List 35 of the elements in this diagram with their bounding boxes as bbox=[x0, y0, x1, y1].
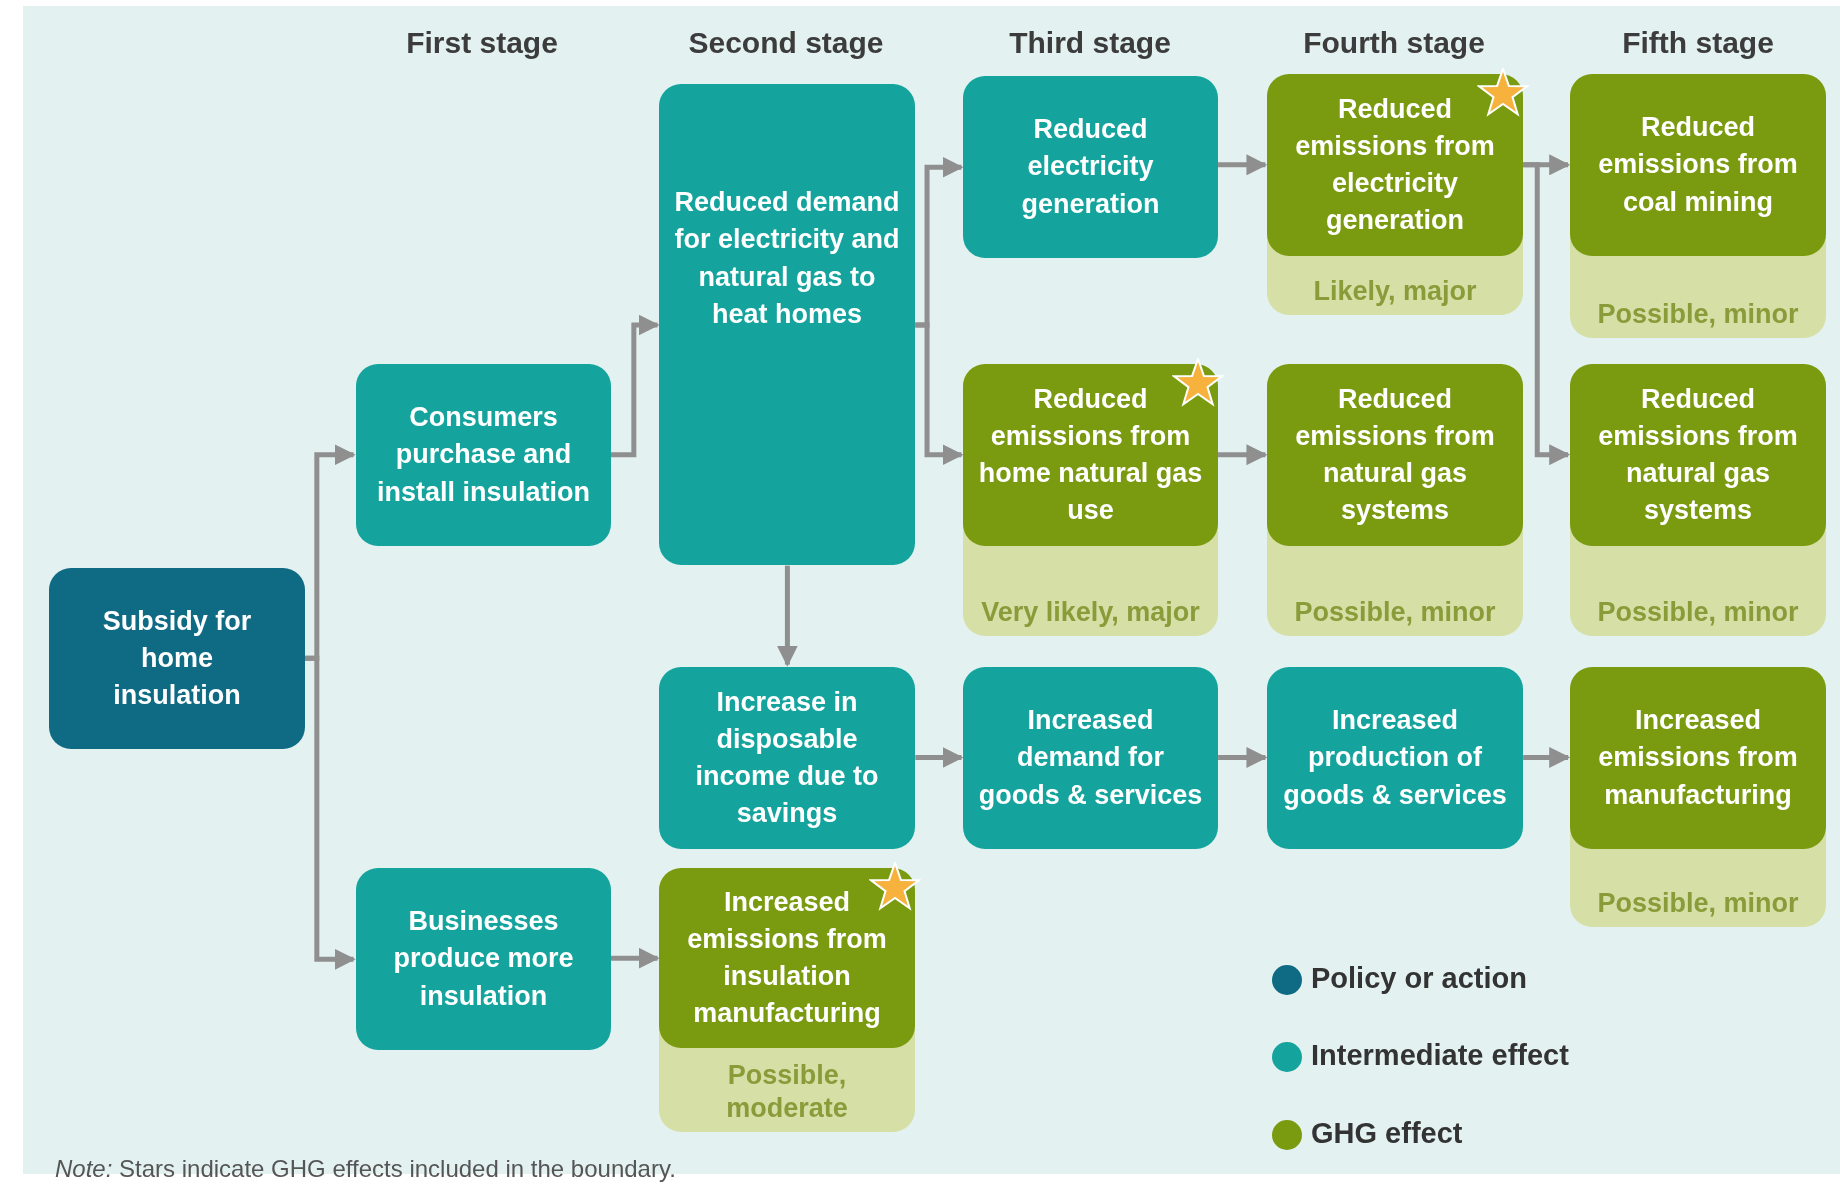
ghg-effect-box: Reduced emissions from home natural gas use bbox=[963, 364, 1218, 546]
arrow bbox=[1523, 746, 1571, 768]
legend-label: Intermediate effect bbox=[1311, 1039, 1569, 1072]
ghg-effect-box: Reduced emissions from electricity generation bbox=[1267, 74, 1523, 256]
arrow bbox=[305, 655, 356, 970]
arrow bbox=[610, 947, 660, 969]
effect-box: Reduced demand for electricity and natural gas to heat homes bbox=[659, 84, 915, 565]
arrow bbox=[1218, 444, 1268, 466]
effect-box: Increase in disposable income due to savings bbox=[659, 667, 915, 849]
ghg-effect-box: Increased emissions from insulation manufacturing bbox=[659, 868, 915, 1048]
legend-label: GHG effect bbox=[1311, 1117, 1463, 1150]
ghg-effect-box: Reduced emissions from coal mining bbox=[1570, 74, 1826, 256]
arrow bbox=[1523, 162, 1571, 466]
stage-heading: Fourth stage bbox=[1302, 26, 1486, 60]
stage-heading: Second stage bbox=[687, 26, 885, 60]
arrow bbox=[1218, 154, 1268, 176]
effect-box: Reduced electricity generation bbox=[963, 76, 1218, 258]
note-text: Note: Stars indicate GHG effects included in the boundary. bbox=[55, 1155, 676, 1183]
effect-box: Consumers purchase and install insulation bbox=[356, 364, 611, 546]
stage-heading: Fifth stage bbox=[1621, 26, 1775, 60]
effect-box: Businesses produce more insulation bbox=[356, 868, 611, 1050]
effect-box: Increased production of goods & services bbox=[1267, 667, 1523, 849]
arrow bbox=[610, 314, 660, 458]
ghg-effect-box: Reduced emissions from natural gas systems bbox=[1267, 364, 1523, 546]
arrow bbox=[1218, 746, 1268, 768]
policy-box: Subsidy for home insulation bbox=[49, 568, 305, 749]
stage-heading: First stage bbox=[405, 26, 559, 60]
arrow bbox=[915, 746, 964, 768]
arrow bbox=[776, 565, 798, 667]
stage-heading: Third stage bbox=[1008, 26, 1172, 60]
ghg-effect-box: Increased emissions from manufacturing bbox=[1570, 667, 1826, 849]
legend-label: Policy or action bbox=[1311, 962, 1527, 995]
ghg-effect-box: Reduced emissions from natural gas systems bbox=[1570, 364, 1826, 546]
arrow bbox=[915, 322, 964, 466]
effect-box: Increased demand for goods & services bbox=[963, 667, 1218, 849]
